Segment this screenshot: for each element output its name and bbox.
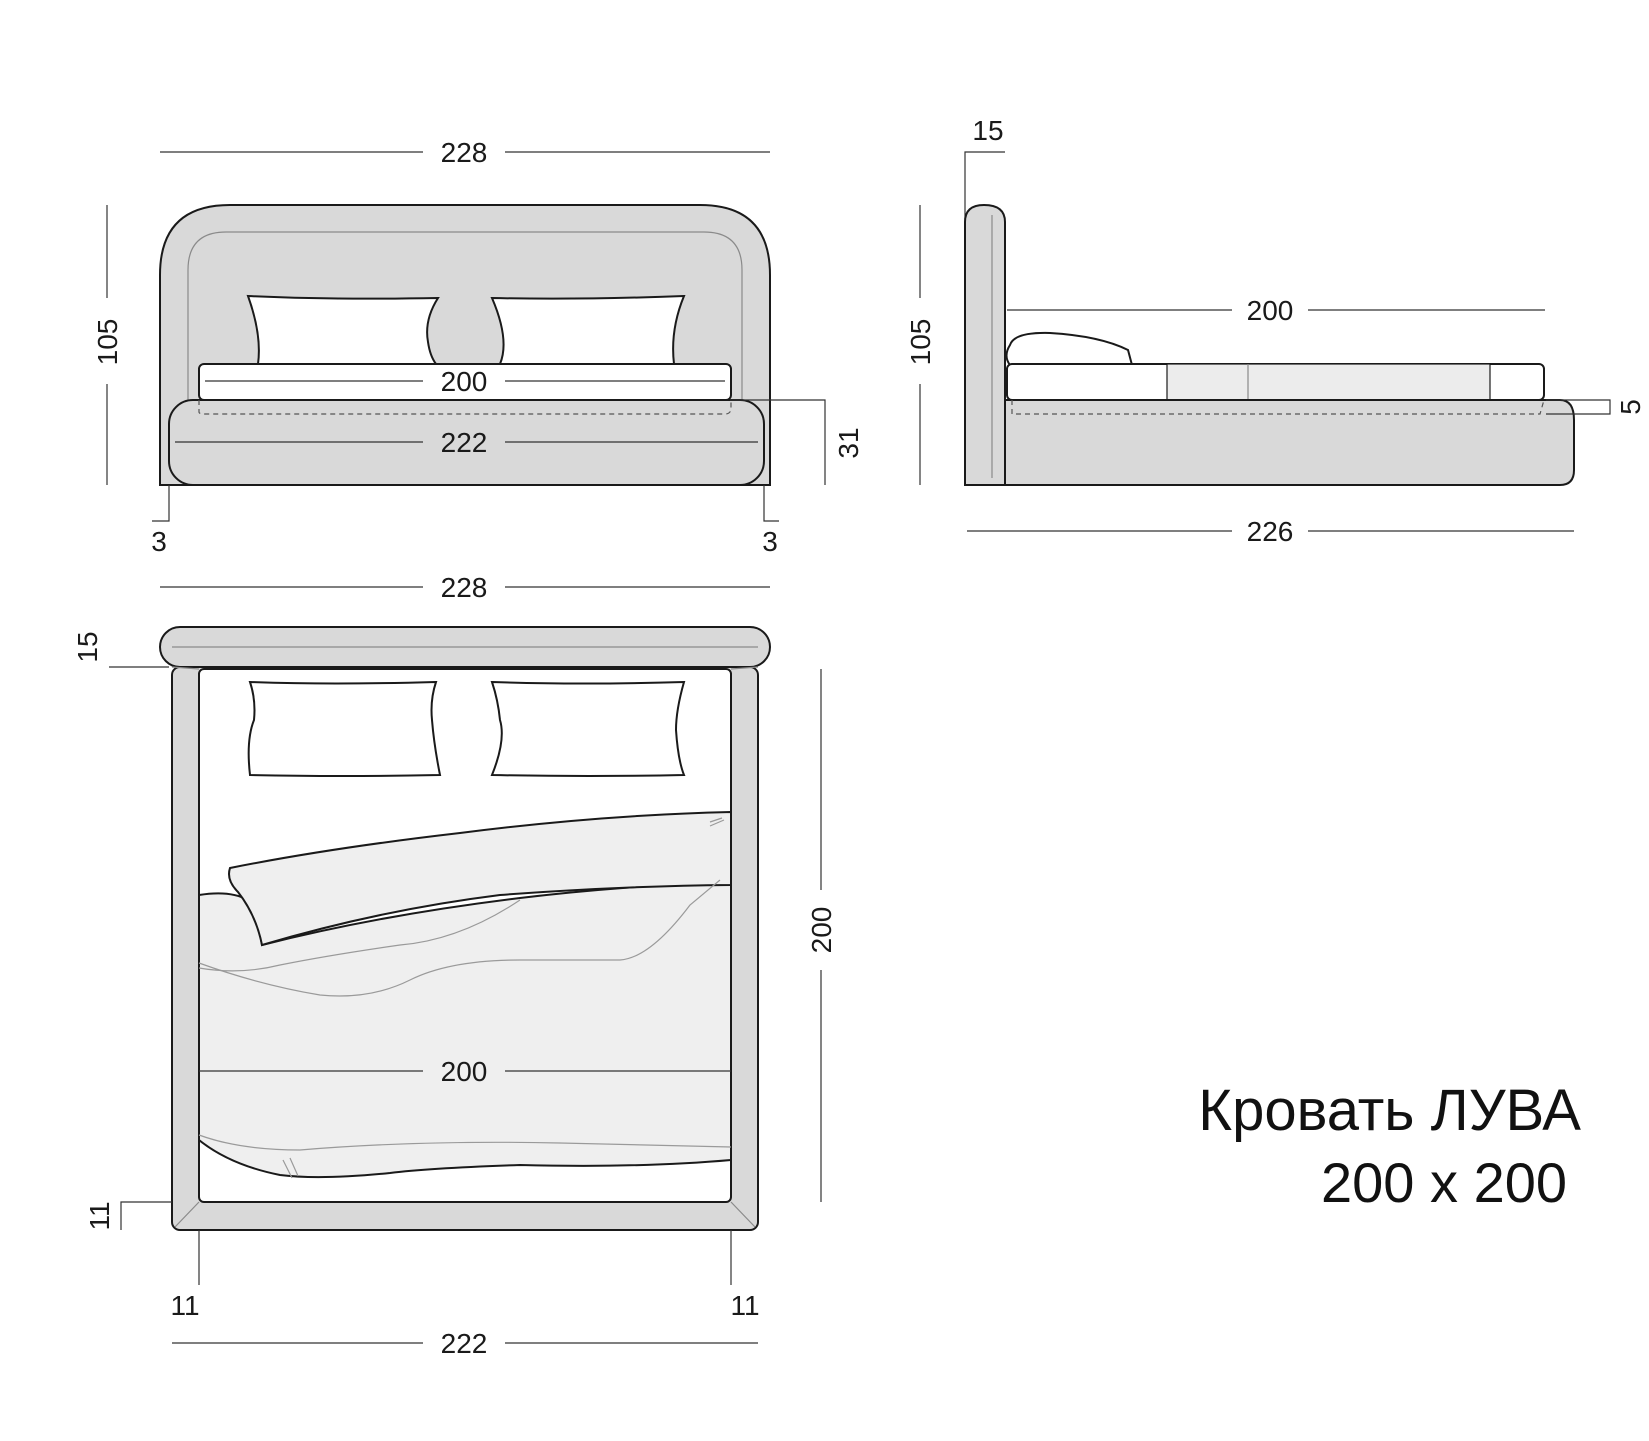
side-mattress-length: 200 <box>1247 295 1294 326</box>
front-pillow-right <box>490 294 686 365</box>
top-view: 228 15 200 200 <box>72 572 837 1359</box>
front-base <box>168 399 765 486</box>
top-frame-right: 11 <box>730 1290 759 1321</box>
top-frame-side: 11 <box>84 1201 115 1230</box>
front-view: 228 105 200 222 31 3 3 <box>92 137 864 557</box>
product-size: 200 x 200 <box>1321 1151 1567 1214</box>
side-view: 15 105 200 5 226 <box>905 115 1646 547</box>
top-width-total: 228 <box>441 572 488 603</box>
top-blanket-fold <box>228 810 732 947</box>
front-offset-left: 3 <box>151 526 167 557</box>
side-height: 105 <box>905 319 936 366</box>
front-base-width: 222 <box>441 427 488 458</box>
product-name: Кровать ЛУВА <box>1198 1078 1581 1143</box>
side-mattress-offset: 5 <box>1615 399 1646 415</box>
top-pillow-left <box>247 680 442 777</box>
side-blanket <box>1166 363 1491 401</box>
front-height: 105 <box>92 319 123 366</box>
front-mattress-width: 200 <box>441 366 488 397</box>
top-frame-left: 11 <box>170 1290 199 1321</box>
top-pillow-right <box>490 680 686 777</box>
product-title-block: Кровать ЛУВА 200 x 200 <box>1198 1075 1581 1219</box>
front-width-total: 228 <box>441 137 488 168</box>
front-offset-right: 3 <box>762 526 778 557</box>
front-pillow-left <box>246 294 440 365</box>
top-length: 200 <box>806 907 837 954</box>
side-headboard <box>964 203 1006 486</box>
top-mattress-width: 200 <box>441 1056 488 1087</box>
side-pillow <box>1005 331 1134 366</box>
side-base <box>1004 399 1575 486</box>
top-base-width: 222 <box>441 1328 488 1359</box>
top-headboard-depth: 15 <box>72 631 103 662</box>
front-base-height: 31 <box>833 427 864 458</box>
side-headboard-depth: 15 <box>972 115 1003 146</box>
side-base-length: 226 <box>1247 516 1294 547</box>
